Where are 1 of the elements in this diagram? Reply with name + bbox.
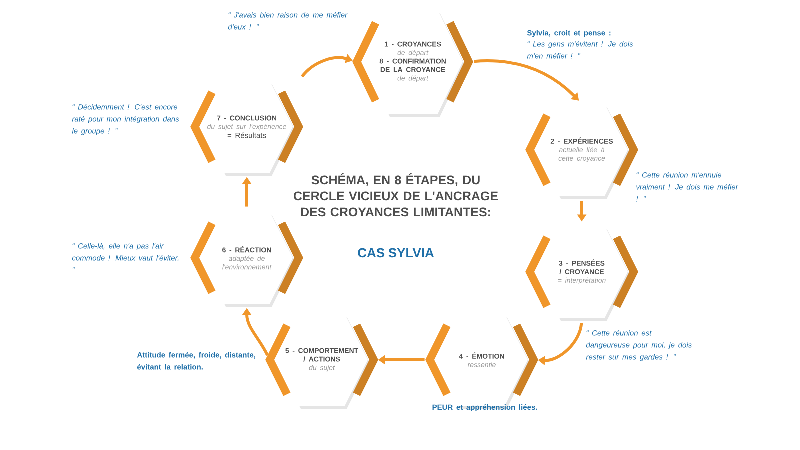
subtitle: CAS SYLVIA <box>358 248 434 258</box>
